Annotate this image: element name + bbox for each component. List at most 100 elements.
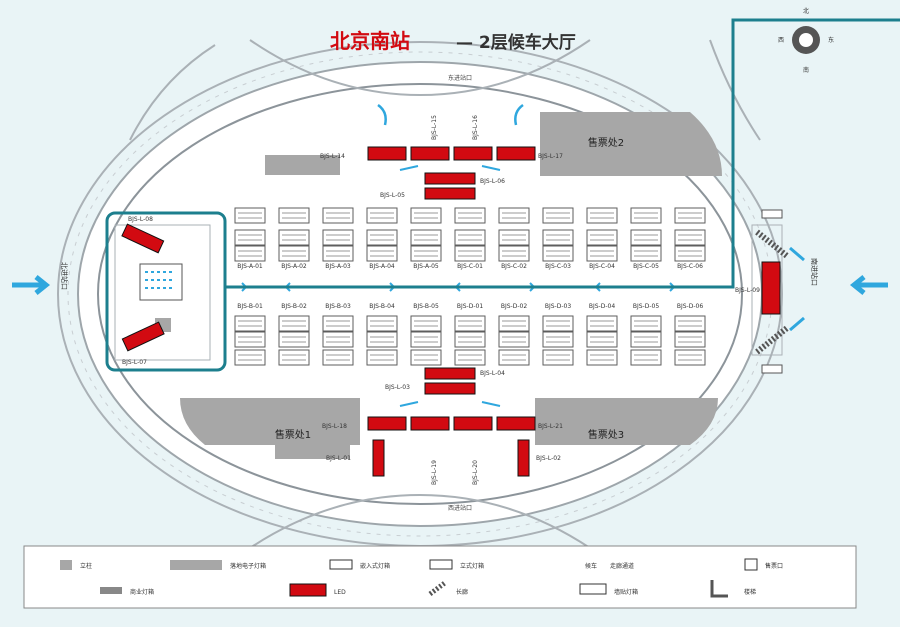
seat-rows xyxy=(326,234,350,241)
waiting-seat-block xyxy=(586,229,618,246)
waiting-seat-block xyxy=(410,349,442,366)
row-top-label-group: BJS-A-01 BJS-A-02 BJS-A-03 BJS-A-04 BJS-… xyxy=(237,263,703,270)
row-bottom-label-group: BJS-B-01 BJS-B-02 BJS-B-03 BJS-B-04 BJS-… xyxy=(237,303,703,310)
row-label: BJS-B-03 xyxy=(325,303,351,310)
ticket-office-label: 售票处3 xyxy=(588,428,624,441)
seat-rows xyxy=(634,354,658,361)
east-hall: BJS-L-09 xyxy=(735,209,805,374)
seat-rows xyxy=(458,336,482,343)
waiting-seat-block xyxy=(454,245,486,262)
svg-text:楼梯: 楼梯 xyxy=(744,588,756,596)
row-label: BJS-A-01 xyxy=(237,263,263,270)
seat-rows xyxy=(590,336,614,343)
floor-lightbox-legend-icon xyxy=(170,560,222,570)
row-label: BJS-A-03 xyxy=(325,263,351,270)
led-label: BJS-L-04 xyxy=(480,370,505,377)
led-label: BJS-L-01 xyxy=(326,455,351,462)
waiting-seat-block xyxy=(234,349,266,366)
seat-rows xyxy=(238,250,262,257)
south-led-bank: BJS-L-04 BJS-L-03 BJS-L-18 BJS-L-21 BJS-… xyxy=(322,367,563,485)
standing-lightbox-legend-icon xyxy=(429,559,453,570)
waiting-seat-block xyxy=(278,331,310,348)
seat-rows xyxy=(238,336,262,343)
grey-block xyxy=(265,155,340,175)
led-label: BJS-L-20 xyxy=(472,460,479,485)
row-label: BJS-D-06 xyxy=(677,303,703,310)
svg-text:立式灯箱: 立式灯箱 xyxy=(460,562,484,570)
waiting-seat-block xyxy=(234,245,266,262)
seat-rows xyxy=(370,234,394,241)
south-ramp xyxy=(249,493,591,549)
led-panel xyxy=(761,261,781,315)
waiting-seat-block xyxy=(278,245,310,262)
stairs-legend-icon xyxy=(710,580,728,598)
waiting-seat-block xyxy=(278,315,310,332)
seat-rows xyxy=(238,320,262,327)
seat-rows xyxy=(634,234,658,241)
seat-rows xyxy=(282,320,306,327)
row-label: BJS-D-03 xyxy=(545,303,571,310)
svg-text:LED: LED xyxy=(334,589,346,596)
seat-rows xyxy=(502,250,526,257)
svg-text:商业灯箱: 商业灯箱 xyxy=(130,588,154,596)
led-panel xyxy=(424,382,476,395)
row-label: BJS-A-05 xyxy=(413,263,439,270)
row-label: BJS-A-04 xyxy=(369,263,395,270)
waiting-seat-block xyxy=(674,315,706,332)
seat-rows xyxy=(546,250,570,257)
waiting-seat-block xyxy=(498,315,530,332)
waiting-seat-block xyxy=(454,315,486,332)
waiting-seat-block xyxy=(366,207,398,224)
waiting-seat-block xyxy=(542,245,574,262)
waiting-seat-block xyxy=(234,229,266,246)
corridor-legend-icon xyxy=(428,580,448,596)
led-panel xyxy=(424,187,476,200)
waiting-seat-block xyxy=(586,349,618,366)
entry-arrow-icon xyxy=(12,275,51,295)
seat-rows xyxy=(634,212,658,219)
seat-rows xyxy=(546,336,570,343)
hall-title: — 2层候车大厅 xyxy=(456,32,576,53)
led-label: BJS-L-16 xyxy=(472,115,479,140)
waiting-seat-block xyxy=(542,229,574,246)
waiting-seat-block xyxy=(674,207,706,224)
waiting-seat-block xyxy=(498,207,530,224)
seat-rows xyxy=(282,336,306,343)
waiting-seat-block xyxy=(630,349,662,366)
led-panel xyxy=(372,439,385,477)
seat-rows xyxy=(326,320,350,327)
seat-rows xyxy=(238,212,262,219)
station-title: 北京南站 xyxy=(330,29,410,53)
led-label: BJS-L-05 xyxy=(380,192,405,199)
exit-label: 西进站口 xyxy=(448,504,472,512)
seat-rows xyxy=(502,336,526,343)
ticket-office-1-zone xyxy=(180,398,360,445)
waiting-seat-block xyxy=(542,207,574,224)
row-label: BJS-B-05 xyxy=(413,303,439,310)
led-label: BJS-L-19 xyxy=(431,460,438,485)
waiting-seat-block xyxy=(322,315,354,332)
seat-rows xyxy=(634,320,658,327)
seat-rows xyxy=(546,234,570,241)
led-panel xyxy=(121,223,165,254)
seat-rows xyxy=(370,250,394,257)
seat-rows xyxy=(678,212,702,219)
seat-rows xyxy=(238,354,262,361)
led-panel xyxy=(367,146,407,161)
led-panel xyxy=(410,146,450,161)
waiting-seat-block xyxy=(586,331,618,348)
waiting-seat-block xyxy=(498,245,530,262)
row-label: BJS-C-04 xyxy=(589,263,615,270)
seat-rows xyxy=(370,336,394,343)
seat-rows xyxy=(678,234,702,241)
waiting-seat-block xyxy=(454,331,486,348)
seat-rows xyxy=(238,234,262,241)
row-label: BJS-B-02 xyxy=(281,303,307,310)
svg-text:嵌入式灯箱: 嵌入式灯箱 xyxy=(360,562,390,570)
seat-rows xyxy=(326,212,350,219)
led-panel xyxy=(496,416,536,431)
led-label: BJS-L-18 xyxy=(322,423,347,430)
waiting-seat-block xyxy=(630,245,662,262)
waiting-seat-block xyxy=(234,315,266,332)
